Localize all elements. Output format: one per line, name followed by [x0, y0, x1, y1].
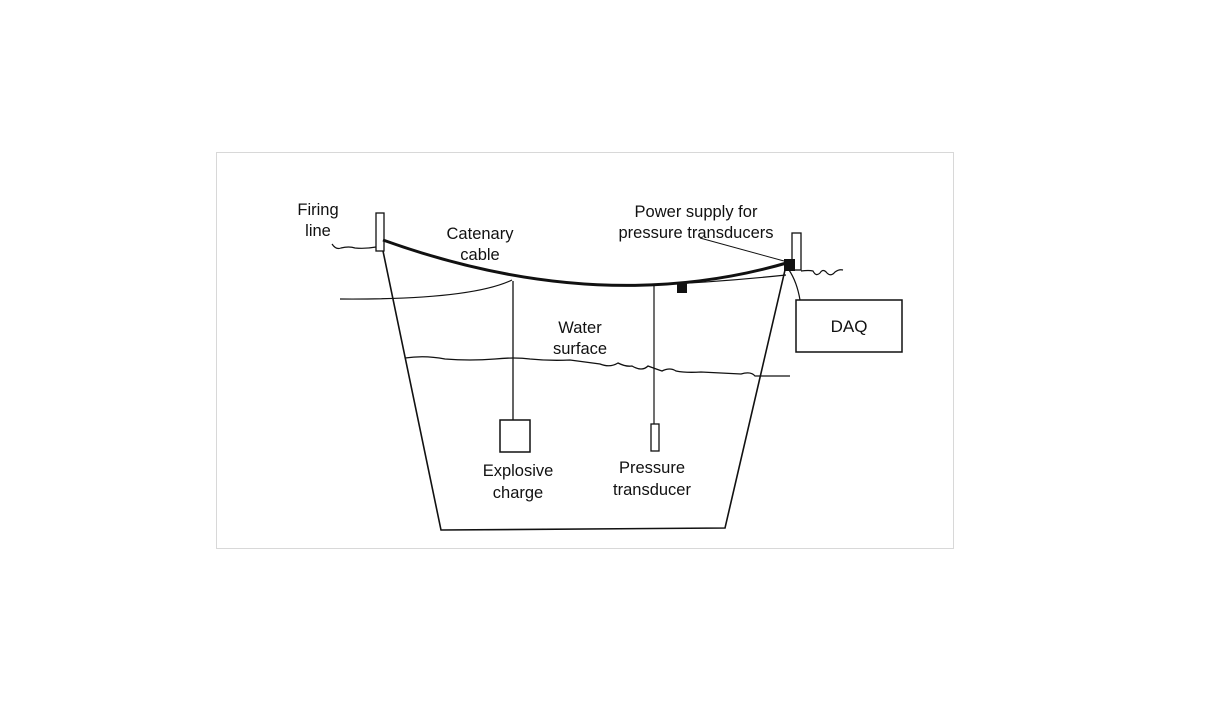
detonator-wire: [339, 279, 513, 300]
transducer-cable: [651, 274, 787, 286]
power-supply-label-1: Power supply for: [635, 203, 758, 221]
daq-cable: [788, 269, 801, 301]
cable-connector: [677, 282, 687, 293]
catenary-cable-label-2: cable: [460, 246, 499, 264]
explosive-charge-label-2: charge: [493, 484, 543, 502]
catenary-cable-label-1: Catenary: [447, 225, 515, 243]
daq-label: DAQ: [831, 317, 868, 336]
explosive-charge-label-1: Explosive: [483, 462, 554, 480]
pressure-transducer-label-1: Pressure: [619, 459, 685, 477]
ground-wire-right: [800, 269, 844, 276]
daq-box: [795, 299, 903, 353]
water-surface-label-2: surface: [553, 340, 607, 358]
power-supply-label-2: pressure transducers: [619, 224, 774, 242]
firing-line-label-2: line: [305, 222, 331, 240]
pressure-transducer-label-2: transducer: [613, 481, 691, 499]
right-post: [791, 232, 802, 271]
power-supply-leader: [699, 237, 785, 262]
explosive-charge-box: [499, 419, 531, 453]
pressure-transducer-body: [650, 423, 660, 452]
firing-line-wire: [331, 243, 377, 250]
firing-line-label-1: Firing: [297, 201, 338, 219]
tank-outline: [382, 250, 786, 531]
catenary-cable: [382, 238, 791, 287]
power-supply-block: [784, 259, 795, 271]
water-surface-line: [404, 356, 790, 377]
water-surface-label-1: Water: [558, 319, 602, 337]
left-post: [375, 212, 385, 252]
